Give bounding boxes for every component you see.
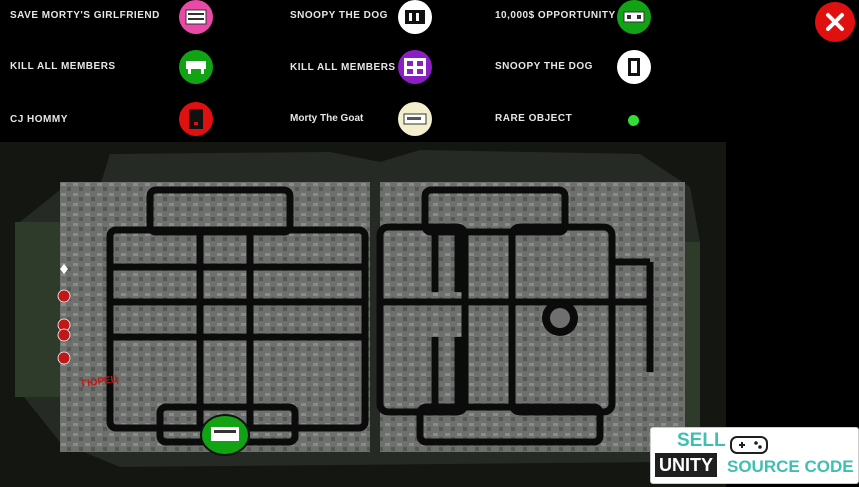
banner-source-code: SOURCE CODE xyxy=(727,457,854,476)
building-icon xyxy=(405,10,425,24)
mission-marker-icon[interactable] xyxy=(179,102,213,136)
building-icon xyxy=(623,11,645,23)
mission-marker-icon[interactable] xyxy=(179,0,213,34)
close-button[interactable] xyxy=(815,2,855,42)
svg-text:ГЮРЕЦ: ГЮРЕЦ xyxy=(81,374,119,390)
legend-label: KILL ALL MEMBERS xyxy=(290,62,396,73)
legend-label: 10,000$ OPPORTUNITY xyxy=(495,10,616,21)
gamepad-icon xyxy=(730,436,768,454)
mission-marker-icon[interactable] xyxy=(398,50,432,84)
legend-label: RARE OBJECT xyxy=(495,113,573,124)
building-icon xyxy=(186,61,206,74)
mission-marker-icon[interactable] xyxy=(617,50,651,84)
dot-icon xyxy=(628,115,639,126)
close-icon xyxy=(826,13,844,31)
legend-label: SAVE MORTY'S GIRLFRIEND xyxy=(10,10,160,21)
mission-marker-icon[interactable] xyxy=(398,0,432,34)
mission-marker-icon[interactable] xyxy=(617,0,651,34)
banner-sell: SELL xyxy=(677,430,726,451)
building-icon xyxy=(404,58,426,76)
mission-marker-icon[interactable] xyxy=(179,50,213,84)
legend-label: CJ HOMMY xyxy=(10,114,68,125)
legend-label: SNOOPY THE DOG xyxy=(495,61,593,72)
player-marker-icon xyxy=(60,264,68,274)
sell-unity-source-code-banner: SELL UNITY SOURCE CODE xyxy=(650,427,859,484)
mission-marker-icon[interactable] xyxy=(398,102,432,136)
legend-label: SNOOPY THE DOG xyxy=(290,10,388,21)
building-icon xyxy=(189,109,203,129)
building-icon xyxy=(403,113,427,125)
building-icon xyxy=(185,9,207,25)
building-icon xyxy=(628,58,640,76)
banner-unity: UNITY xyxy=(655,453,717,477)
legend-label: Morty The Goat xyxy=(290,113,364,124)
minimap[interactable]: ГЮРЕЦ xyxy=(0,142,726,487)
map-view: ГЮРЕЦ xyxy=(15,150,700,467)
legend-label: KILL ALL MEMBERS xyxy=(10,61,116,72)
